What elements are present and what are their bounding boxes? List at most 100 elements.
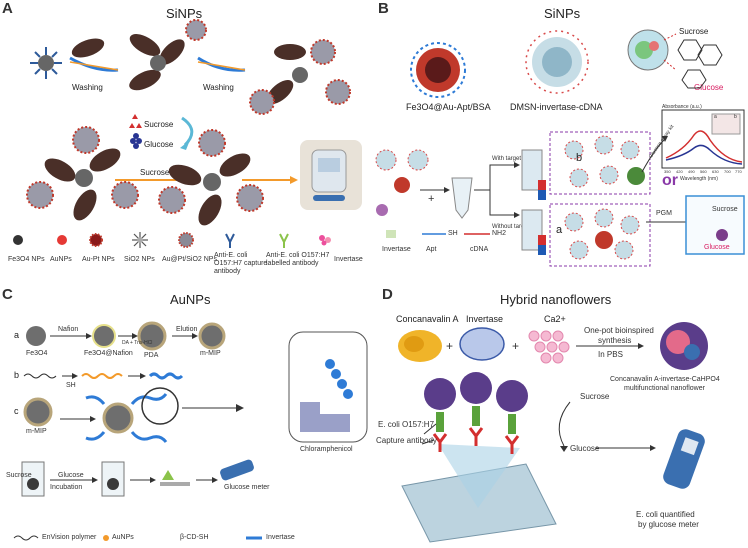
nanoflower-label-1: Concanavalin A-invertase-CaHPO4 (610, 376, 720, 383)
nanoflower-icon (660, 322, 708, 370)
legend-invertase-b: Invertase (382, 246, 411, 253)
sucrose-c-label: Sucrose (6, 472, 32, 479)
box-a-label: a (556, 224, 563, 236)
spectrum-tick: 350 (664, 169, 671, 174)
synthesis-label-1: One-pot bioinspired (584, 326, 654, 335)
svg-text:Sucrose: Sucrose (144, 120, 174, 129)
with-target-box (549, 131, 651, 195)
sandwich-complex-icon (249, 39, 351, 115)
glucose-icon (130, 133, 142, 149)
glucose-meter-icon (300, 140, 362, 210)
pda-label: PDA (144, 352, 159, 359)
chloramphenicol-label: Chloramphenicol (300, 446, 353, 453)
panel-b: Sucrose Glucose + With target Without ta… (374, 0, 748, 276)
glucose-meter-c-icon (220, 459, 254, 481)
concanavalin-protein-icon (398, 330, 442, 362)
legend-apt: Apt (426, 246, 437, 253)
pgm-sucrose-label: Sucrose (712, 206, 738, 213)
panel-c-graphics (13, 321, 368, 541)
without-target-box (549, 203, 651, 267)
pgm-glucose-label: Glucose (704, 244, 730, 251)
mmip-label: m-MIP (200, 350, 221, 357)
concanavalin-label: Concanavalin A (396, 314, 459, 324)
panel-a-graphics: Washing Washing (13, 19, 362, 248)
cdna-nh2-label: NH2 (492, 230, 507, 237)
incubation-label: Incubation (50, 484, 83, 491)
calcium-ions-icon (528, 330, 570, 364)
svg-text:+: + (428, 193, 434, 205)
or-label: or (662, 172, 678, 189)
svg-text:Without target: Without target (492, 224, 530, 230)
mmip-c-label: m-MIP (26, 428, 47, 435)
legend-invertase: Invertase (334, 256, 363, 263)
legend-aunps: AuNPs (50, 256, 72, 263)
invertase-d-label: Invertase (466, 314, 504, 324)
panel-c-title: AuNPs (170, 292, 211, 307)
apt-sh-label: SH (448, 230, 458, 237)
fe3o4-core-icon (26, 326, 46, 346)
mmip-complex-icon (85, 387, 179, 443)
in-pbs-label: In PBS (598, 350, 623, 359)
spectrum-inset-a: a (714, 114, 717, 120)
spectrum-tick: 630 (712, 169, 719, 174)
sh-label: SH (66, 382, 76, 389)
legend-aunps-c: AuNPs (112, 534, 134, 541)
panel-b-graphics: Sucrose Glucose + With target Without ta… (375, 27, 745, 267)
invertase-protein-icon (459, 327, 505, 361)
spectrum-tick: 560 (700, 169, 707, 174)
row-c-label: c (14, 406, 19, 416)
fe3o4-label: Fe3O4 (26, 350, 48, 357)
row-b-label: b (14, 370, 20, 380)
sample-mix-icon (375, 149, 429, 216)
panel-c: C AuNPs a b c Nafion DA + Tris-HCl Eluti… (0, 284, 372, 548)
da-tris-label: DA + Tris-HCl (122, 340, 153, 346)
dmsn-label: DMSN-invertase-cDNA (510, 102, 603, 112)
spectrum-tick: 770 (735, 169, 742, 174)
fe3o4-particle-icon (71, 38, 105, 58)
legend-cdna: cDNA (470, 246, 489, 253)
spectrum-xlabel: Wavelength (nm) (680, 176, 718, 182)
legend-labelled-antibody: Anti-E. coli O157:H7 labelled antibody (266, 252, 330, 267)
legend-capture-antibody: Anti-E. coli O157:H7 capture antibody (214, 252, 268, 275)
svg-text:Sucrose: Sucrose (679, 27, 709, 36)
spectrum-tick: 420 (676, 169, 683, 174)
sandwich-complex-large-icon (26, 126, 139, 221)
legend-invertase-c: Invertase (266, 534, 295, 541)
panel-c-letter: C (2, 286, 13, 303)
pgm-label: PGM (656, 210, 672, 217)
invertase-legend-icon (386, 230, 396, 238)
svg-text:Sucrose: Sucrose (140, 168, 170, 177)
legend-beta-cd: β-CD-SH (180, 534, 209, 541)
invertase-icon (319, 235, 325, 241)
sucrose-d-label: Sucrose (580, 392, 610, 401)
legend-envision: EnVision polymer (42, 534, 97, 541)
ecoli-label: E. coli O157:H7 (378, 420, 435, 429)
legend-fe3o4: Fe3O4 NPs (8, 256, 45, 263)
nafion-label: Nafion (58, 326, 79, 333)
fe-apt-label: Fe3O4@Au-Apt/BSA (406, 102, 491, 112)
sandwich-complex-after-icon (158, 129, 264, 226)
glucose-meter-label: Glucose meter (224, 484, 270, 491)
glucose-d-label: Glucose (570, 444, 600, 453)
svg-text:Glucose: Glucose (694, 83, 724, 92)
panel-a-letter: A (2, 0, 13, 17)
panel-a-title: SiNPs (166, 6, 203, 21)
elution-label: Elution (176, 326, 198, 333)
nanoflower-label-2: multifunctional nanoflower (624, 385, 705, 392)
dmsn-zoom-icon (627, 29, 677, 71)
svg-text:Washing: Washing (72, 83, 103, 92)
synthesis-label-2: synthesis (598, 336, 632, 345)
spectrum-inset-b: b (734, 114, 737, 120)
envision-polymer-icon (23, 373, 57, 379)
legend-au-pt: Au-Pt NPs (82, 256, 115, 263)
sucrose-icon (132, 114, 138, 119)
panel-d-graphics: + + (398, 322, 708, 543)
capture-antibody-icon (225, 233, 235, 248)
panel-d-letter: D (382, 286, 393, 303)
panel-d-title: Hybrid nanoflowers (500, 292, 612, 307)
dmsn-particle-icon (525, 30, 589, 94)
svg-text:Glucose: Glucose (144, 140, 174, 149)
capture-antibody-label: Capture antibody (376, 436, 437, 445)
antibody-nanoflower-array-icon (424, 372, 528, 454)
legend-au-pt-sio2: Au@Pt/SiO2 NPs (162, 256, 217, 263)
